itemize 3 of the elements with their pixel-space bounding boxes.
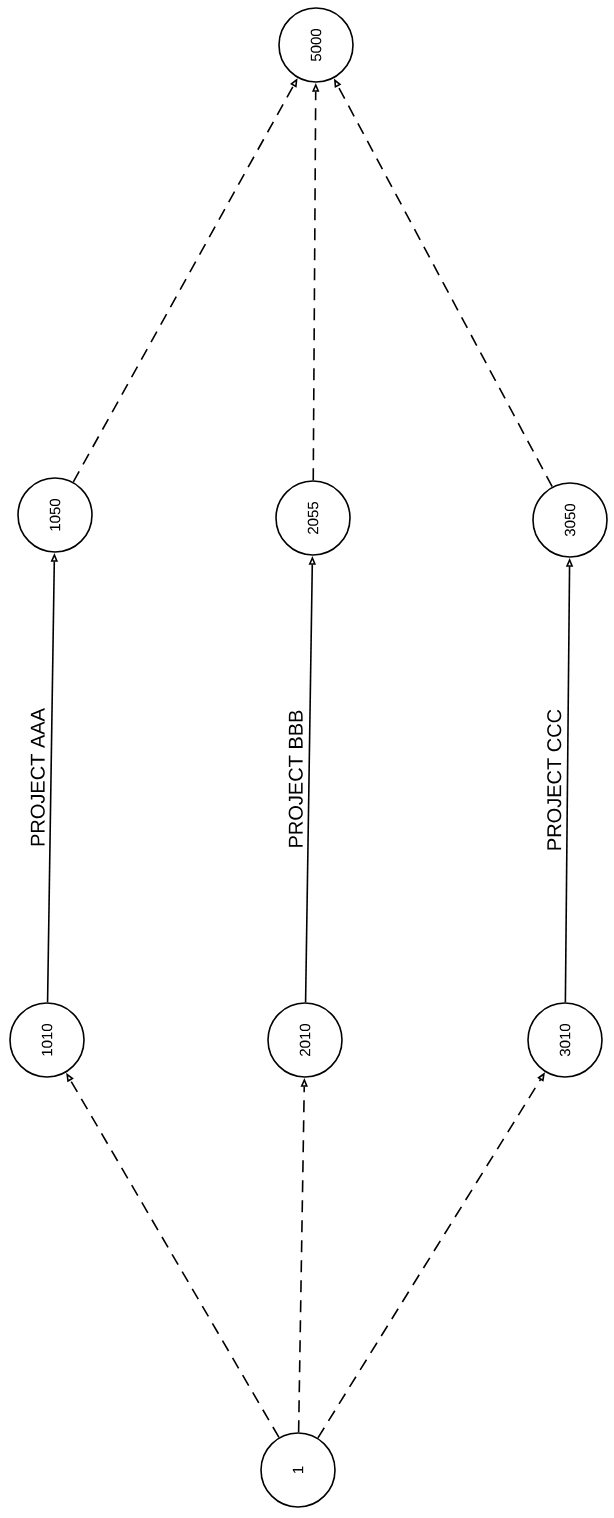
edge-label: PROJECT AAA bbox=[30, 708, 45, 846]
edge-label: PROJECT BBB bbox=[288, 710, 303, 847]
edge-label: PROJECT CCC bbox=[547, 709, 562, 850]
